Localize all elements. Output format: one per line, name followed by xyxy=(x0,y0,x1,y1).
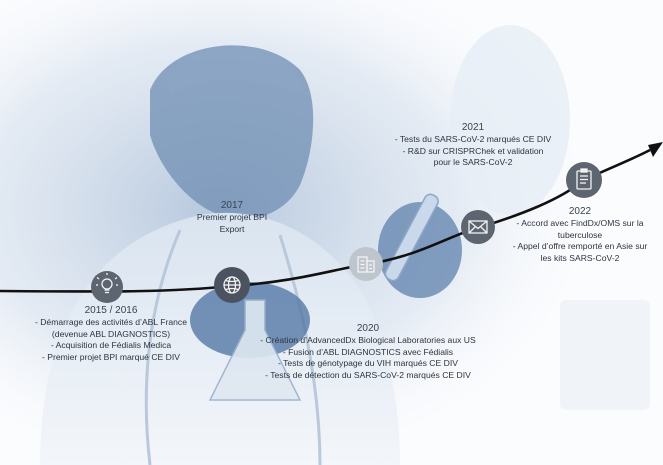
milestone-line: - R&D sur CRISPRChek et validation xyxy=(402,145,544,156)
building-icon xyxy=(357,256,375,273)
milestone-line: - Tests de génotypage du VIH marqués CE … xyxy=(278,358,458,369)
milestone-line: - Tests de détection du SARS-CoV-2 marqu… xyxy=(265,369,471,380)
milestone-node-2015 xyxy=(91,271,123,303)
lightbulb-icon xyxy=(96,273,118,294)
milestone-line: les kits SARS-CoV-2 xyxy=(540,252,620,263)
milestone-line: tuberculose xyxy=(557,229,603,240)
milestone-line: - Accord avec FindDx/OMS sur la xyxy=(516,218,644,228)
scientist-head xyxy=(150,45,314,219)
milestone-line: - Création d’AdvancedDx Biological Labor… xyxy=(260,335,476,345)
milestone-line: - Tests du SARS-CoV-2 marqués CE DIV xyxy=(394,134,552,144)
envelope-icon xyxy=(468,220,488,234)
milestone-year: 2020 xyxy=(356,323,380,334)
milestone-node-2021 xyxy=(461,210,495,244)
milestone-line: - Premier projet BPI marqué CE DIV xyxy=(41,351,181,362)
milestone-line: - Acquisition de Fédialis Medica xyxy=(50,340,172,351)
safety-glasses xyxy=(165,47,300,95)
milestone-2020-text: 2020 - Création d’AdvancedDx Biological … xyxy=(240,322,496,381)
milestone-year: 2021 xyxy=(461,122,485,133)
milestone-year: 2022 xyxy=(568,206,592,217)
document-icon xyxy=(576,168,592,190)
milestone-2015-text: 2015 / 2016 - Démarrage des activités d’… xyxy=(0,304,222,363)
milestone-line: Export xyxy=(219,223,245,234)
globe-icon xyxy=(223,276,241,294)
test-tube xyxy=(384,193,439,282)
milestone-line: - Fusion d’ABL DIAGNOSTICS avec Fédialis xyxy=(282,346,454,357)
milestone-2022-text: 2022 - Accord avec FindDx/OMS sur la tub… xyxy=(498,205,662,264)
timeline-arrowhead xyxy=(648,142,663,157)
milestone-line: pour le SARS-CoV-2 xyxy=(433,157,513,168)
milestone-line: (devenue ABL DIAGNOSTICS) xyxy=(51,328,171,339)
milestone-line: Premier projet BPI xyxy=(196,212,268,222)
milestone-line: - Démarrage des activités d’ABL France xyxy=(34,317,188,327)
milestone-2017-text: 2017 Premier projet BPI Export xyxy=(182,199,282,235)
milestone-node-2017 xyxy=(214,267,250,303)
milestone-node-2020 xyxy=(349,247,383,281)
milestone-year: 2015 / 2016 xyxy=(84,305,138,316)
milestone-line: - Appel d’offre remporté en Asie sur xyxy=(512,241,648,252)
milestone-year: 2017 xyxy=(220,200,244,211)
milestone-node-2022 xyxy=(566,162,602,198)
milestone-2021-text: 2021 - Tests du SARS-CoV-2 marqués CE DI… xyxy=(378,121,568,169)
